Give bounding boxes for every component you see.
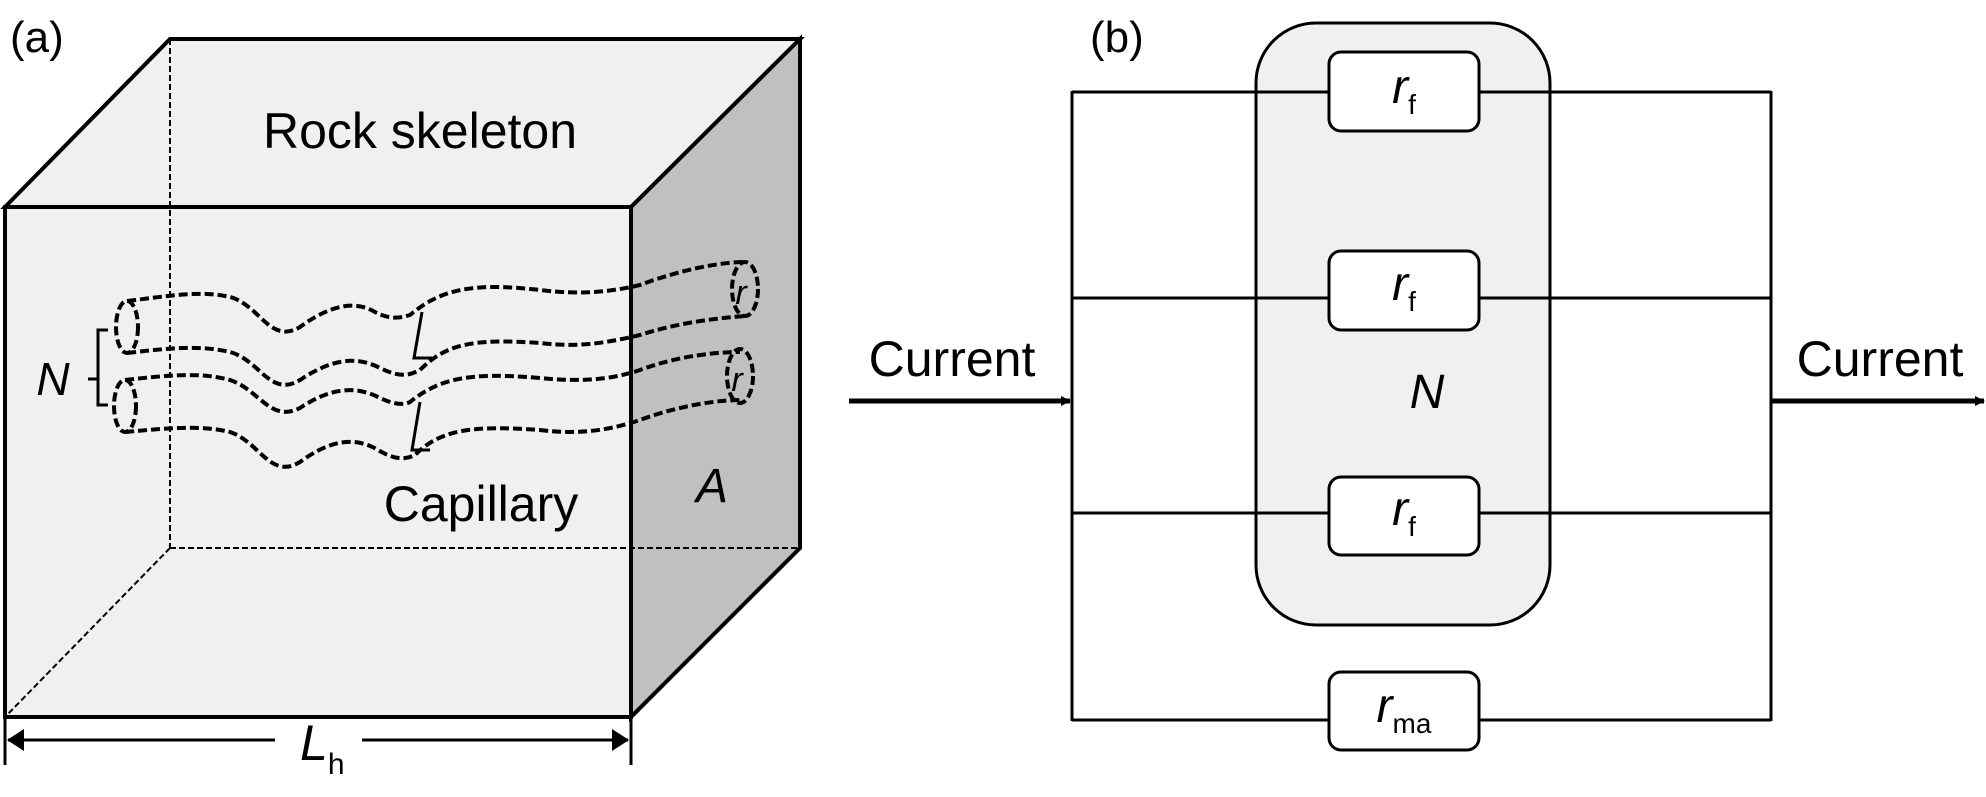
box-front-face: [3, 205, 633, 719]
panel-a-label: (a): [10, 13, 64, 62]
hidden-edges: [4, 39, 800, 718]
radius-label-2: r: [731, 361, 744, 399]
svg-text:rf: rf: [1392, 61, 1416, 120]
resistor-rf-3: rf: [1327, 475, 1481, 557]
current-out-label: Current: [1797, 331, 1964, 387]
group-label-n: N: [1410, 366, 1445, 419]
length-h-dimension: [3, 717, 633, 765]
current-in-label: Current: [869, 331, 1036, 387]
capillary-label: Capillary: [384, 476, 579, 532]
area-label-a: A: [693, 460, 728, 513]
radius-label-1: r: [735, 274, 748, 312]
panel-b: (b) rf rf rf rma N: [849, 13, 1985, 752]
svg-text:rma: rma: [1377, 680, 1432, 739]
resistor-rf-1: rf: [1327, 50, 1481, 133]
capillary-tubes: [112, 260, 760, 469]
svg-text:rf: rf: [1392, 483, 1416, 542]
rock-skeleton-label: Rock skeleton: [263, 103, 577, 159]
length-h-label: Lh: [300, 715, 345, 781]
count-label-n: N: [36, 353, 70, 405]
length-markers: [410, 311, 432, 452]
resistor-rma: rma: [1327, 670, 1481, 752]
svg-text:rf: rf: [1392, 258, 1416, 317]
panel-a: (a) Rock skeleton: [0, 13, 805, 781]
resistor-rf-2: rf: [1327, 249, 1481, 332]
panel-b-label: (b): [1090, 13, 1144, 62]
n-bracket: [88, 328, 108, 407]
